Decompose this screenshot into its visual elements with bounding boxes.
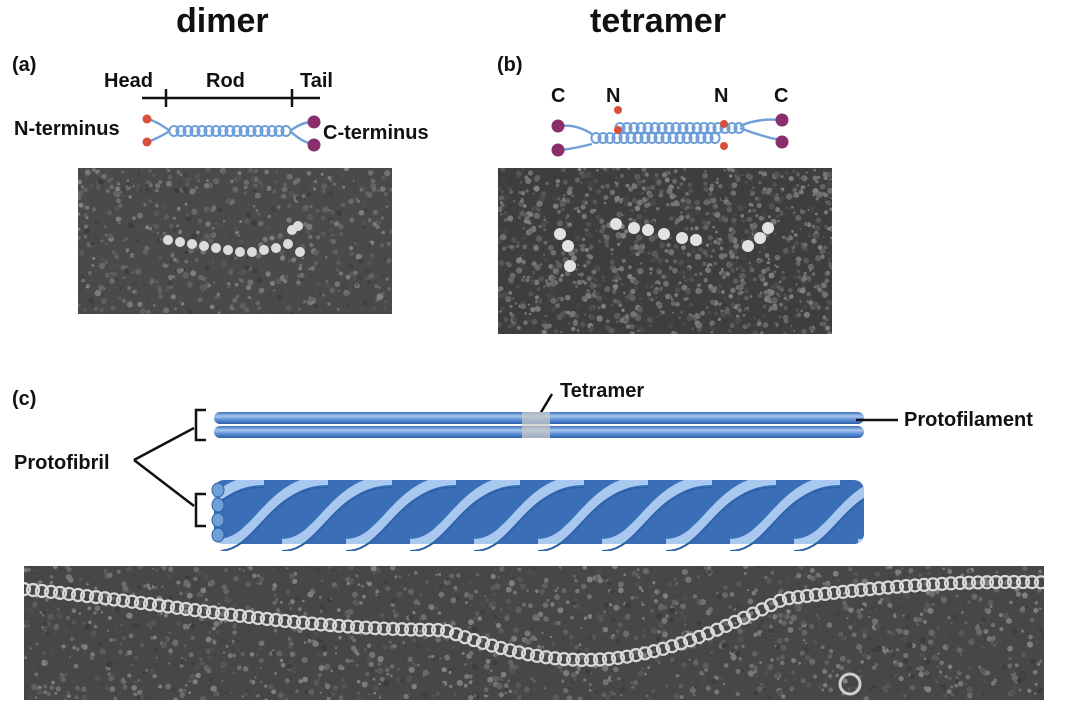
- c-terminus-dot: [307, 115, 321, 129]
- panel-label-c: (c): [12, 388, 37, 410]
- protofibril-diagram: [133, 393, 898, 551]
- dimer-coil-diagram: [142, 89, 321, 152]
- tetramer-n-left: N: [606, 85, 621, 107]
- protofibril-micrograph-image: [24, 566, 1044, 700]
- dimer-title: dimer: [176, 2, 269, 40]
- n-terminus-dot: [142, 137, 152, 147]
- n-terminus-dot: [720, 120, 728, 128]
- n-terminus-label: N-terminus: [14, 118, 120, 140]
- bracket-icon: [194, 408, 206, 442]
- c-terminus-label: C-terminus: [323, 122, 429, 144]
- bracket-icon: [194, 492, 206, 528]
- tetramer-c-left: C: [551, 85, 566, 107]
- protofibril-label: Protofibril: [14, 452, 110, 474]
- tetramer-label: Tetramer: [560, 380, 645, 402]
- tetramer-coil-diagram: [551, 106, 789, 157]
- tetramer-micrograph-image: [498, 168, 832, 334]
- panel-label-a: (a): [12, 54, 37, 76]
- n-terminus-dot: [720, 142, 728, 150]
- c-terminus-dot: [551, 143, 565, 157]
- c-terminus-dot: [551, 119, 565, 133]
- panel-label-b: (b): [497, 54, 523, 76]
- dimer-micrograph-image: [78, 168, 392, 314]
- n-terminus-dot: [142, 114, 152, 124]
- c-terminus-dot: [775, 113, 789, 127]
- tetramer-title: tetramer: [590, 2, 727, 40]
- twisted-protofibril: [211, 480, 864, 551]
- tetramer-highlight: [522, 412, 550, 438]
- n-terminus-dot: [614, 106, 622, 114]
- c-terminus-dot: [775, 135, 789, 149]
- c-terminus-dot: [307, 138, 321, 152]
- head-label: Head: [104, 70, 153, 92]
- tetramer-c-right: C: [774, 85, 789, 107]
- tetramer-n-right: N: [714, 85, 729, 107]
- n-terminus-dot: [614, 126, 622, 134]
- protofilament-label: Protofilament: [904, 409, 1033, 431]
- tail-label: Tail: [300, 70, 333, 92]
- rod-label: Rod: [206, 70, 245, 92]
